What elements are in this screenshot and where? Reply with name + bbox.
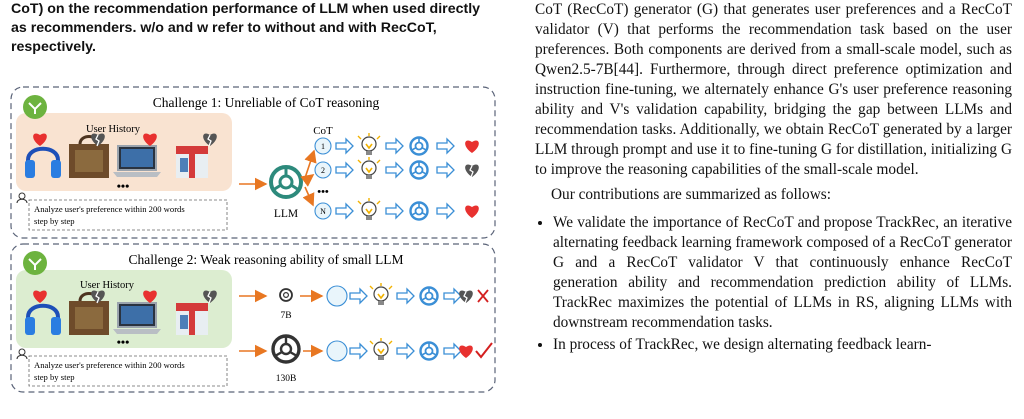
challenge2-panel: Challenge 2: Weak reasoning ability of s… — [10, 243, 496, 393]
large-model-row: 130B — [239, 334, 493, 384]
prompt-text-2b: step by step — [34, 372, 75, 382]
headphones-icon — [25, 146, 61, 178]
headphones-icon-2 — [25, 303, 61, 335]
gift-icon-2 — [176, 303, 208, 335]
figure-caption: CoT) on the recommendation performance o… — [11, 1, 481, 55]
ellipsis-cot: ••• — [317, 186, 329, 198]
prompt-text-1b: step by step — [34, 216, 75, 226]
contribution-1: We validate the importance of RecCoT and… — [553, 213, 1012, 333]
ellipsis-2: ••• — [117, 335, 130, 349]
cot-row-n: N — [314, 197, 479, 221]
large-model-label: 130B — [276, 374, 297, 384]
prompt-box-1 — [28, 199, 228, 231]
small-model-row: 7B — [239, 282, 489, 321]
cot-row-2: 2 — [314, 156, 480, 180]
cross-icon — [477, 289, 489, 303]
cot-node-n: N — [320, 207, 326, 216]
challenge1-panel: Challenge 1: Unreliable of CoT reasoning… — [10, 86, 496, 239]
small-model-label: 7B — [280, 311, 291, 321]
laptop-icon-2 — [113, 302, 161, 334]
prompt-text-2a: Analyze user's preference within 200 wor… — [34, 360, 185, 370]
check-icon — [475, 342, 493, 359]
figure: Challenge 1: Unreliable of CoT reasoning… — [10, 86, 496, 393]
cot-row-1: 1 — [314, 132, 479, 156]
user-icon — [16, 192, 28, 204]
contribution-2: In process of TrackRec, we design altern… — [553, 335, 1012, 355]
large-llm-icon — [271, 334, 301, 364]
body-text-column: CoT (RecCoT) generator (G) that generate… — [535, 0, 1012, 357]
user-icon-2 — [16, 348, 28, 360]
user-history-label-2: User History — [80, 280, 135, 291]
challenge2-title: Challenge 2: Weak reasoning ability of s… — [129, 252, 404, 267]
handbag-icon-2 — [69, 292, 109, 335]
llm-label: LLM — [274, 208, 298, 220]
small-llm-icon — [279, 288, 293, 302]
cot-node-1: 1 — [321, 142, 325, 151]
llm-logo-icon — [269, 165, 303, 199]
user-history-label-1: User History — [86, 124, 141, 135]
cot-node-2: 2 — [321, 166, 325, 175]
gift-icon — [176, 146, 208, 178]
laptop-icon — [113, 145, 161, 177]
ellipsis-1: ••• — [117, 179, 130, 193]
prompt-box-2 — [28, 355, 228, 387]
contributions-list: We validate the importance of RecCoT and… — [535, 213, 1012, 355]
paragraph-1: CoT (RecCoT) generator (G) that generate… — [535, 1, 1012, 178]
cot-label: CoT — [313, 125, 333, 137]
paragraph-2: Our contributions are summarized as foll… — [551, 186, 831, 203]
avatar-icon-2 — [23, 251, 47, 275]
prompt-text-1a: Analyze user's preference within 200 wor… — [34, 204, 185, 214]
avatar-icon — [23, 95, 47, 119]
challenge1-title: Challenge 1: Unreliable of CoT reasoning — [153, 95, 380, 110]
